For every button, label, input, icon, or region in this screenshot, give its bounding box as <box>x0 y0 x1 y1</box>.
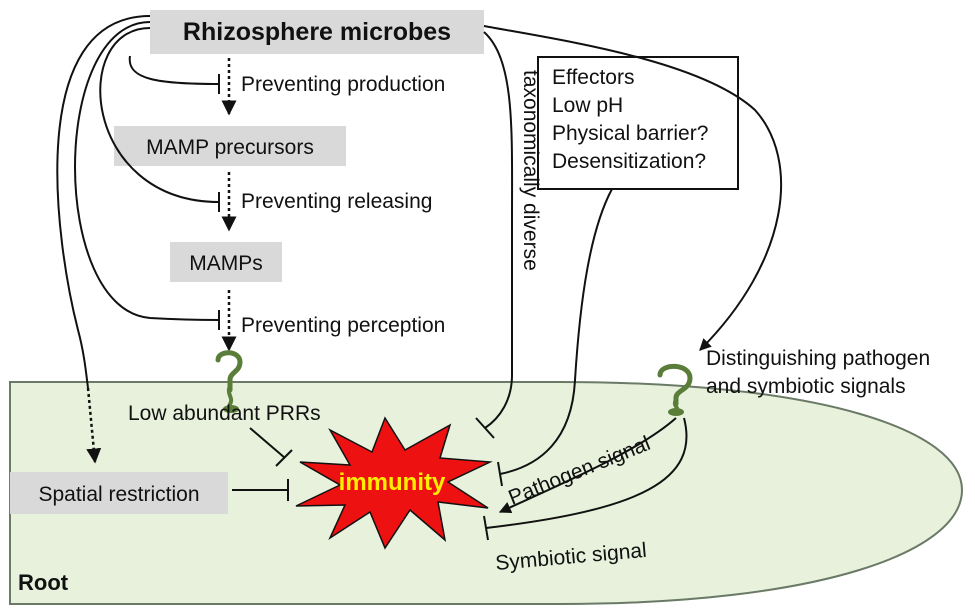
preventing-releasing-label: Preventing releasing <box>241 190 432 213</box>
mechanisms-inhibit-bar <box>497 461 503 487</box>
spatial-restriction-text: Spatial restriction <box>38 483 199 506</box>
spatial-restriction-curve <box>56 15 151 389</box>
taxonomic-diverse-bar <box>475 417 495 439</box>
immunity-text: immunity <box>339 469 446 496</box>
mamp-precursors-box <box>114 126 346 166</box>
root-label: Root <box>18 570 69 595</box>
distinguishing-label-line1: Distinguishing pathogen <box>706 347 930 370</box>
mechanism-desensitization: Desensitization? <box>552 150 706 173</box>
mamps-text: MAMPs <box>189 252 263 275</box>
mechanism-low-ph: Low pH <box>552 94 623 117</box>
mechanism-effectors: Effectors <box>552 66 634 89</box>
mechanisms-inhibit-curve <box>499 188 613 475</box>
mamps-box <box>170 242 282 282</box>
prr-receptor-icon <box>215 350 243 413</box>
title-box <box>150 10 484 54</box>
low-prr-inhibit-line <box>249 427 286 459</box>
low-prr-inhibit-bar <box>275 449 293 467</box>
spatial-restriction-box <box>10 472 228 514</box>
inhibit-perception-line <box>74 21 220 321</box>
pathogen-signal-arrow <box>498 417 677 513</box>
symbiotic-signal-bar <box>483 515 489 541</box>
distinguishing-receptor-icon <box>657 363 693 416</box>
preventing-production-label: Preventing production <box>241 73 445 96</box>
mamp-precursors-text: MAMP precursors <box>146 136 314 159</box>
inhibit-production-line <box>128 55 220 85</box>
immunity-burst <box>295 416 493 550</box>
root-region <box>9 381 964 605</box>
symbiotic-signal-curve <box>485 417 688 529</box>
mechanism-physical-barrier: Physical barrier? <box>552 122 708 145</box>
low-abundant-prrs-label: Low abundant PRRs <box>128 402 321 425</box>
preventing-perception-label: Preventing perception <box>241 314 445 337</box>
taxonomic-diverse-curve <box>483 31 514 429</box>
spatial-restriction-dotted-arrow <box>86 387 102 464</box>
taxonomically-diverse-label: taxonomically diverse <box>519 70 542 271</box>
distinguishing-curve <box>483 25 783 351</box>
distinguishing-label-line2: and symbiotic signals <box>706 375 906 398</box>
inhibit-releasing-line <box>99 27 220 203</box>
title-text: Rhizosphere microbes <box>183 18 451 46</box>
